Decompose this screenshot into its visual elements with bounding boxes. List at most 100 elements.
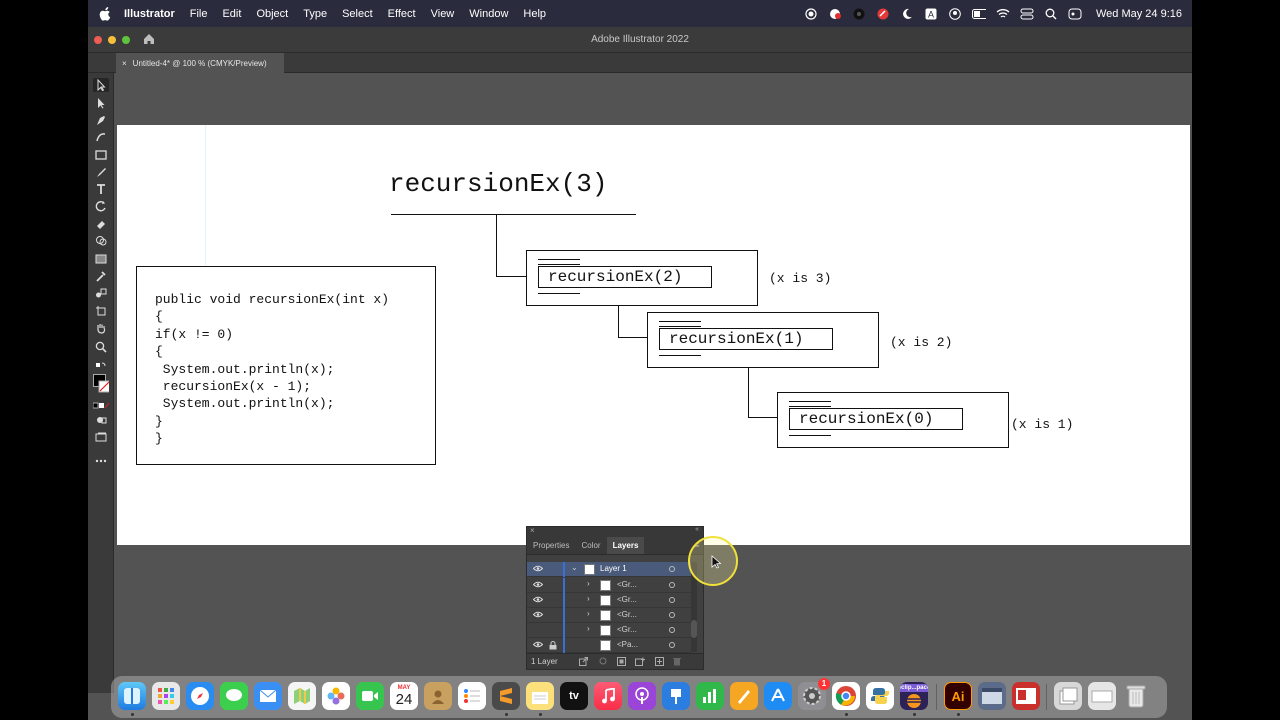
call-note-3[interactable]: (x is 1) xyxy=(1011,417,1074,432)
chevron-right-icon[interactable]: › xyxy=(587,579,590,588)
code-box[interactable]: public void recursionEx(int x) { if(x !=… xyxy=(136,266,436,465)
downloads-stack-icon[interactable] xyxy=(1088,682,1116,710)
chevron-down-icon[interactable]: ⌄ xyxy=(571,563,578,572)
home-icon[interactable] xyxy=(142,32,156,46)
camera-icon[interactable] xyxy=(852,7,866,21)
layers-scrollbar[interactable] xyxy=(691,562,697,652)
menu-clock[interactable]: Wed May 24 9:16 xyxy=(1095,7,1182,20)
menu-view[interactable]: View xyxy=(430,7,455,20)
eclipse-icon[interactable]: eclip...pace xyxy=(900,682,928,710)
keyboard-a-icon[interactable]: A xyxy=(924,7,938,21)
menu-select[interactable]: Select xyxy=(342,7,373,20)
document-tab[interactable]: × Untitled-4* @ 100 % (CMYK/Preview) xyxy=(116,53,284,73)
call-frame-1[interactable]: recursionEx(2) xyxy=(526,250,758,306)
hand-tool-icon[interactable] xyxy=(93,321,109,335)
tooltip-app-icon[interactable] xyxy=(876,7,890,21)
document-tab-close-button[interactable]: × xyxy=(122,58,127,68)
app-store-icon[interactable] xyxy=(764,682,792,710)
menu-type[interactable]: Type xyxy=(303,7,328,20)
trash-icon[interactable] xyxy=(1122,682,1150,710)
trash-icon[interactable] xyxy=(673,657,681,668)
call-frame-2[interactable]: recursionEx(1) xyxy=(647,312,879,368)
record-icon[interactable] xyxy=(804,7,818,21)
connector-line[interactable] xyxy=(618,337,648,338)
window-close-button[interactable] xyxy=(94,36,102,44)
chrome-icon[interactable] xyxy=(832,682,860,710)
control-center-icon[interactable] xyxy=(1020,7,1034,21)
connector-line[interactable] xyxy=(748,368,749,418)
connector-line[interactable] xyxy=(748,417,778,418)
blend-tool-icon[interactable] xyxy=(93,286,109,300)
menu-file[interactable]: File xyxy=(189,7,208,20)
layer-name[interactable]: <Gr... xyxy=(617,625,637,634)
color-mode-icons[interactable] xyxy=(93,399,109,413)
visibility-eye-icon[interactable] xyxy=(532,611,544,620)
facetime-icon[interactable] xyxy=(356,682,384,710)
artboard-heading[interactable]: recursionEx(3) xyxy=(389,169,608,199)
screen-mode-icon[interactable] xyxy=(93,430,109,444)
layer-row[interactable]: › <Gr... xyxy=(527,593,691,608)
music-icon[interactable] xyxy=(594,682,622,710)
apple-menu-icon[interactable] xyxy=(98,6,112,21)
connector-line[interactable] xyxy=(496,276,527,277)
menu-effect[interactable]: Effect xyxy=(387,7,416,20)
menu-app-name[interactable]: Illustrator xyxy=(124,7,175,20)
layer-name[interactable]: <Gr... xyxy=(617,595,637,604)
target-circle-icon[interactable] xyxy=(669,566,675,572)
podcasts-icon[interactable] xyxy=(628,682,656,710)
fill-stroke-swatch[interactable] xyxy=(93,373,109,395)
spotlight-search-icon[interactable] xyxy=(1044,7,1058,21)
menu-help[interactable]: Help xyxy=(523,7,547,20)
artboard-tool-icon[interactable] xyxy=(93,304,109,318)
call-label-box-1[interactable]: recursionEx(2) xyxy=(538,266,712,288)
shape-builder-tool-icon[interactable] xyxy=(93,234,109,248)
visibility-eye-icon[interactable] xyxy=(532,581,544,590)
sublime-text-icon[interactable] xyxy=(492,682,520,710)
layer-name[interactable]: <Gr... xyxy=(617,580,637,589)
panel-collapse-icon[interactable]: « xyxy=(695,526,699,533)
panel-header[interactable]: × « xyxy=(527,526,703,537)
launchpad-icon[interactable] xyxy=(152,682,180,710)
menu-object[interactable]: Object xyxy=(256,7,289,20)
call-label-box-2[interactable]: recursionEx(1) xyxy=(659,328,833,350)
rectangle-tool-icon[interactable] xyxy=(93,148,109,162)
python-launcher-icon[interactable] xyxy=(866,682,894,710)
layer-name[interactable]: <Pa... xyxy=(617,640,639,649)
layer-row[interactable]: <Pa... xyxy=(527,638,691,653)
target-circle-icon[interactable] xyxy=(669,612,675,618)
visibility-eye-icon[interactable] xyxy=(532,596,544,605)
call-frame-3[interactable]: recursionEx(0) xyxy=(777,392,1009,448)
curvature-tool-icon[interactable] xyxy=(93,130,109,144)
layer-name[interactable]: Layer 1 xyxy=(600,564,627,573)
locate-object-icon[interactable] xyxy=(599,657,608,668)
export-icon[interactable] xyxy=(579,657,588,668)
rotate-tool-icon[interactable] xyxy=(93,199,109,213)
layer-row[interactable]: › <Gr... xyxy=(527,623,691,638)
pen-tool-icon[interactable] xyxy=(93,113,109,127)
contacts-icon[interactable] xyxy=(424,682,452,710)
tab-color[interactable]: Color xyxy=(581,541,601,550)
tab-properties[interactable]: Properties xyxy=(533,541,570,550)
visibility-eye-icon[interactable] xyxy=(532,641,544,650)
wifi-icon[interactable] xyxy=(996,7,1010,21)
selection-tool-icon[interactable] xyxy=(93,78,109,92)
type-tool-icon[interactable] xyxy=(93,182,109,196)
menu-edit[interactable]: Edit xyxy=(222,7,242,20)
chevron-right-icon[interactable]: › xyxy=(587,594,590,603)
new-sublayer-icon[interactable] xyxy=(635,657,646,668)
more-tools-icon[interactable] xyxy=(93,454,109,468)
siri-icon[interactable] xyxy=(1068,7,1082,21)
call-note-1[interactable]: (x is 3) xyxy=(769,271,832,286)
direct-selection-tool-icon[interactable] xyxy=(93,96,109,110)
draw-mode-icon[interactable] xyxy=(93,413,109,427)
visibility-eye-icon[interactable] xyxy=(532,565,544,574)
gradient-tool-icon[interactable] xyxy=(93,252,109,266)
connector-line[interactable] xyxy=(496,214,497,277)
target-circle-icon[interactable] xyxy=(669,627,675,633)
photos-icon[interactable] xyxy=(322,682,350,710)
call-note-2[interactable]: (x is 2) xyxy=(890,335,953,350)
system-preferences-icon[interactable]: 1 xyxy=(798,678,830,710)
powerpoint-thumbnail-icon[interactable] xyxy=(1012,682,1040,710)
messages-icon[interactable] xyxy=(220,682,248,710)
eyedropper-tool-icon[interactable] xyxy=(93,269,109,283)
